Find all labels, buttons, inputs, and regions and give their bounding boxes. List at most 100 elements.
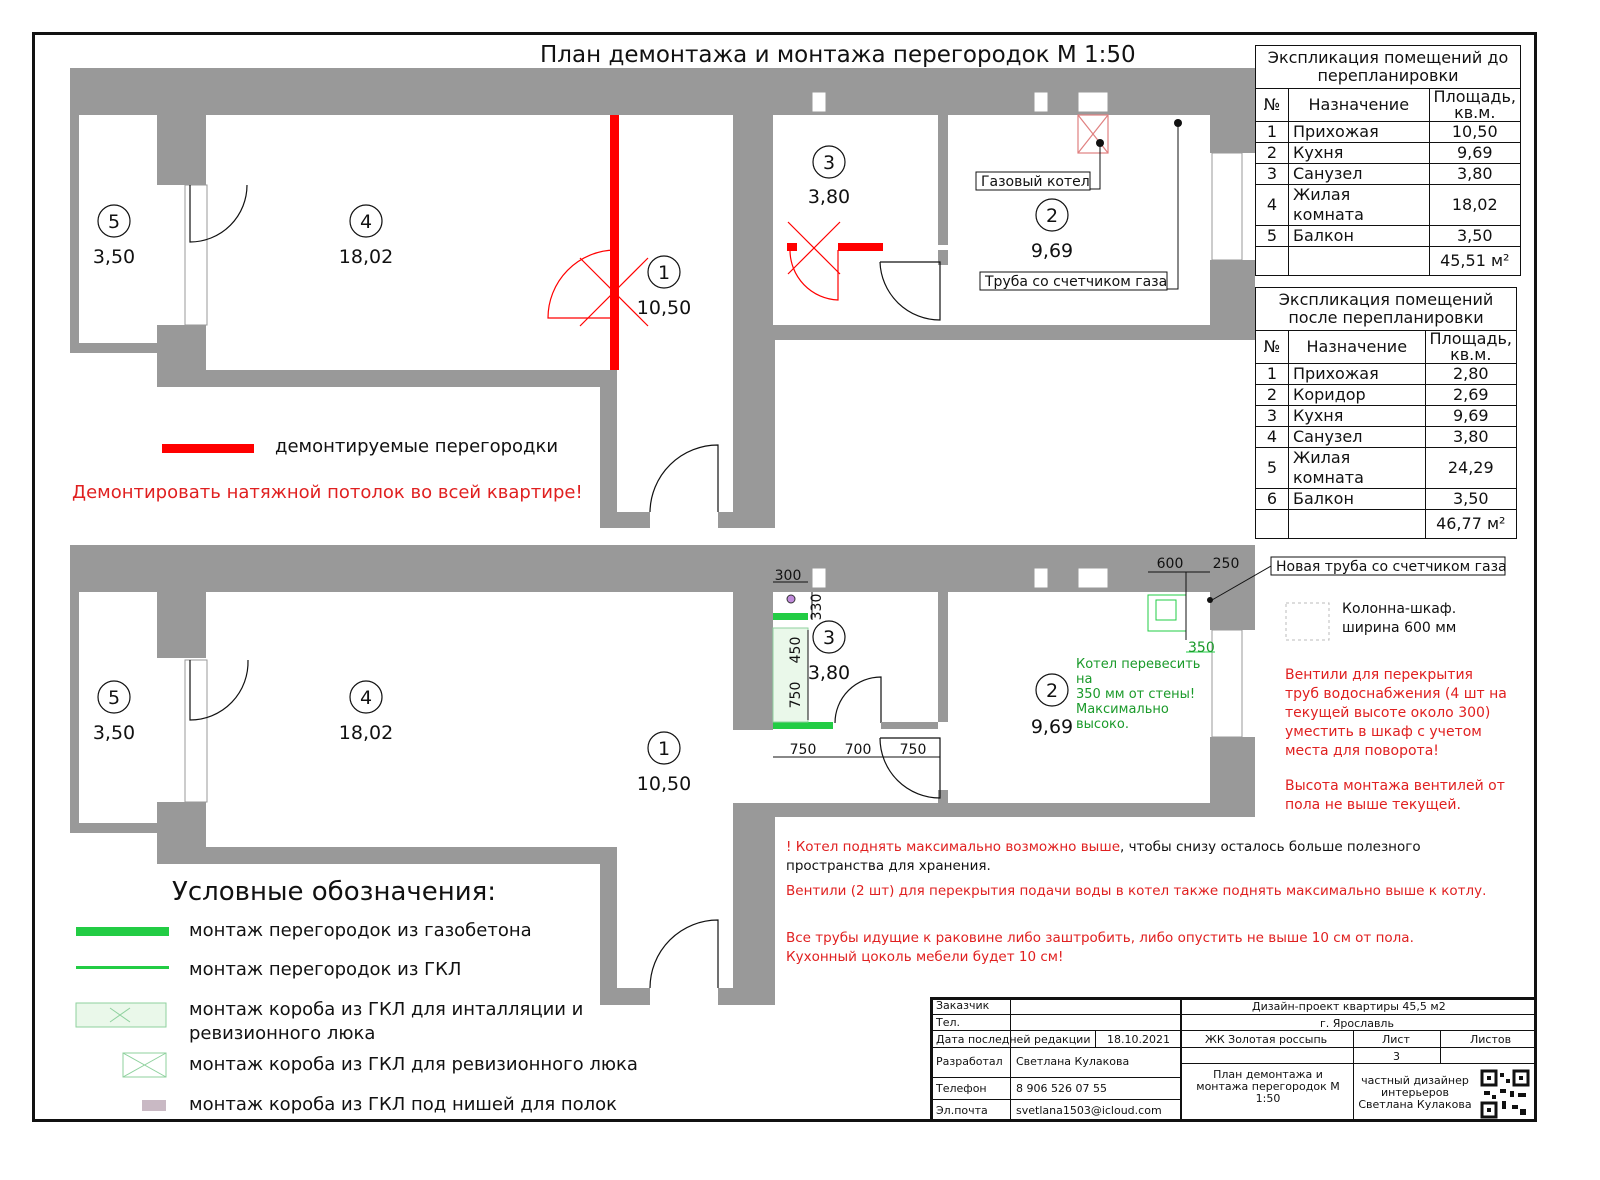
project-name: Дизайн-проект квартиры 45,5 м2 [1252,1000,1446,1013]
table-total-row: 45,51 м² [1255,246,1521,276]
title-block: Заказчик Тел. Дата последней редакции 18… [930,997,1537,1122]
legend-title: Условные обозначения: [172,877,497,907]
room-4-num-after: 4 [360,687,372,709]
legend-installation-box-swatch [75,1002,167,1028]
last-edit-label: Дата последней редакции [936,1033,1091,1046]
table-total-row: 46,77 м² [1255,509,1517,539]
legend-demolish-swatch [162,444,254,453]
legend-demolish-label: демонтируемые перегородки [275,436,559,457]
room-4-area-after: 18,02 [339,722,393,744]
ceiling-note: Демонтировать натяжной потолок во всей к… [72,482,583,503]
sheet-label: Лист [1382,1033,1410,1046]
column-cabinet-label: Колонна-шкаф. ширина 600 мм [1342,601,1457,636]
dimension-lines [773,571,1215,758]
gas-pipe-label: Труба со счетчиком газа [984,274,1167,290]
email-label: Эл.почта [936,1104,988,1117]
developer-name: Светлана Кулакова [1016,1055,1130,1068]
table-before: Экспликация помещений до перепланировки … [1255,45,1521,276]
dim-700: 700 [845,742,872,758]
plan-after: 300 330 450 750 750 700 750 600 250 350 … [70,444,1507,1111]
residential-complex: ЖК Золотая россыпь [1205,1033,1328,1046]
drawing-name: План демонтажа и монтажа перегородок М 1… [1196,1068,1340,1105]
room-1-area-before: 10,50 [637,297,691,319]
room-5-area-before: 3,50 [93,246,135,268]
legend-aerated-swatch [76,927,169,936]
telephone-label: Телефон [936,1082,987,1095]
room-2-area-after: 9,69 [1031,716,1073,738]
dim-600: 600 [1157,556,1184,572]
dim-750-vertical: 750 [788,682,804,709]
walls-after [70,545,1255,1005]
room-3-num-after: 3 [823,627,835,649]
room-1-area-after: 10,50 [637,773,691,795]
dim-250: 250 [1213,556,1240,572]
room-3-area-before: 3,80 [808,186,850,208]
room-1-num-after: 1 [658,738,670,760]
boiler-raise-red: ! Котел поднять максимально возможно выш… [786,839,1120,855]
th-purpose: Назначение [1288,88,1430,122]
legend-gkl-label: монтаж перегородок из ГКЛ [189,959,462,980]
dim-350: 350 [1188,640,1215,656]
table-after-total: 46,77 м² [1424,509,1517,539]
room-5-num-before: 5 [108,211,120,233]
dim-750-right: 750 [900,742,927,758]
legend-hatch-box-swatch [122,1052,167,1078]
table-before-total: 45,51 м² [1428,246,1521,276]
developer-label: Разработал [936,1055,1003,1068]
room-4-num-before: 4 [360,211,372,233]
room-2-num-before: 2 [1046,205,1058,227]
plan-before: 5 3,50 4 18,02 1 10,50 3 3,80 2 9,69 Газ… [70,68,1255,528]
boiler-label: Газовый котел [981,174,1090,190]
last-edit-date: 18.10.2021 [1107,1033,1170,1046]
designer-name: частный дизайнер интерьеров Светлана Кул… [1358,1074,1472,1111]
table-before-caption: Экспликация помещений до перепланировки [1255,45,1521,88]
sheet-number: 3 [1393,1050,1400,1063]
boiler-move-note: Котел перевесить на 350 мм от стены! Мак… [1076,657,1201,732]
plinth-note: Кухонный цоколь мебели будет 10 см! [786,949,1064,965]
dim-330: 330 [809,594,825,621]
boiler-raise-black: , чтобы снизу осталось больше полезного … [786,839,1421,874]
th-area: Площадь, кв.м. [1428,88,1521,122]
th-purpose: Назначение [1288,330,1426,364]
legend-niche-label: монтаж короба из ГКЛ под нишей для полок [189,1094,618,1115]
doors-before [189,184,941,513]
dim-300: 300 [775,568,802,584]
dim-750-left: 750 [790,742,817,758]
room-1-num-before: 1 [658,262,670,284]
doors-after [189,659,941,989]
room-2-area-before: 9,69 [1031,240,1073,262]
room-5-num-after: 5 [108,687,120,709]
email-value: svetlana1503@icloud.com [1016,1104,1162,1117]
new-partitions [772,594,1330,729]
legend-niche-box-swatch [142,1100,166,1111]
phone-label: Тел. [936,1016,961,1029]
demolished-walls [547,114,1109,370]
windows-before [184,91,1243,326]
qr-code-icon [1480,1069,1530,1119]
legend-aerated-label: монтаж перегородок из газобетона [189,920,532,941]
table-after-caption: Экспликация помещений после перепланиров… [1255,287,1517,330]
drawing-title: План демонтажа и монтажа перегородок М 1… [540,42,1136,68]
room-4-area-before: 18,02 [339,246,393,268]
walls-before [70,68,1255,528]
table-after: Экспликация помещений после перепланиров… [1255,287,1517,539]
room-2-num-after: 2 [1046,680,1058,702]
boiler-raise-note: ! Котел поднять максимально возможно выш… [786,838,1516,876]
legend-hatch-label: монтаж короба из ГКЛ для ревизионного лю… [189,1054,638,1075]
room-5-area-after: 3,50 [93,722,135,744]
new-pipe-label: Новая труба со счетчиком газа [1276,559,1507,575]
th-num: № [1255,330,1289,364]
